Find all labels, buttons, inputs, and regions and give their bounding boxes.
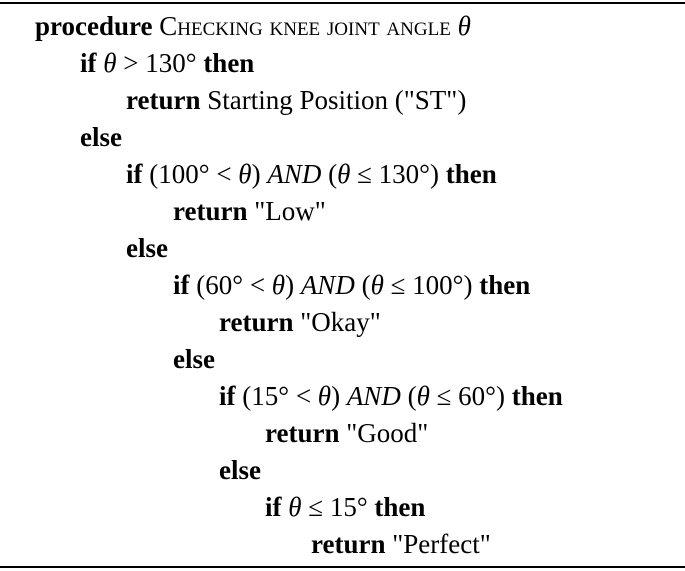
keyword-and: AND (300, 270, 355, 300)
keyword-and: AND (267, 159, 322, 189)
return-value-low: "Low" (254, 196, 326, 226)
theta-symbol: θ (103, 48, 117, 78)
less-equal-symbol: ≤ (436, 381, 452, 411)
less-than-symbol: < (216, 159, 232, 189)
threshold-100: 100° (158, 159, 210, 189)
return-line-perfect: return "Perfect" (0, 526, 685, 563)
keyword-return: return (219, 307, 294, 337)
algorithm-block: procedure Checking knee joint angle θ if… (0, 8, 685, 563)
threshold-100: 100° (412, 270, 464, 300)
threshold-60: 60° (458, 381, 496, 411)
keyword-if: if (173, 270, 190, 300)
threshold-130: 130° (145, 48, 197, 78)
less-than-symbol: < (295, 381, 312, 411)
theta-symbol: θ (238, 159, 252, 189)
keyword-then: then (445, 159, 497, 189)
less-equal-symbol: ≤ (308, 492, 324, 522)
return-line-starting: return Starting Position ("ST") (0, 82, 685, 119)
keyword-if: if (80, 48, 97, 78)
keyword-and: AND (346, 381, 401, 411)
else-line-1: else (0, 119, 685, 156)
return-value-starting: Starting Position ("ST") (207, 85, 467, 115)
keyword-return: return (265, 418, 340, 448)
keyword-if: if (126, 159, 143, 189)
condition-line-2: if (100° < θ) AND (θ ≤ 130°) then (126, 159, 497, 189)
keyword-then: then (374, 492, 426, 522)
return-value-perfect: "Perfect" (392, 529, 491, 559)
threshold-15: 15° (329, 492, 368, 522)
less-than-symbol: < (249, 270, 266, 300)
theta-symbol: θ (457, 11, 471, 41)
condition-line-3: if (60° < θ) AND (θ ≤ 100°) then (173, 270, 531, 300)
condition-line-5: if θ ≤ 15° then (0, 489, 685, 526)
else-line-2: else (0, 230, 685, 267)
keyword-else: else (126, 233, 168, 263)
theta-symbol: θ (337, 159, 351, 189)
threshold-60: 60° (205, 270, 244, 300)
keyword-else: else (173, 344, 215, 374)
bottom-rule (0, 566, 685, 568)
less-equal-symbol: ≤ (357, 159, 372, 189)
keyword-return: return (126, 85, 201, 115)
procedure-name: Checking knee joint angle (159, 11, 451, 41)
else-line-3: else (0, 341, 685, 378)
theta-symbol: θ (271, 270, 286, 300)
threshold-130: 130° (378, 159, 430, 189)
keyword-return: return (311, 529, 386, 559)
keyword-then: then (511, 381, 563, 411)
threshold-15: 15° (251, 381, 290, 411)
keyword-then: then (203, 48, 255, 78)
keyword-then: then (479, 270, 531, 300)
return-line-good: return "Good" (0, 415, 685, 452)
theta-symbol: θ (317, 381, 332, 411)
theta-symbol: θ (370, 270, 384, 300)
procedure-line: procedure Checking knee joint angle θ (0, 8, 685, 45)
keyword-else: else (80, 122, 122, 152)
top-rule (0, 2, 685, 4)
greater-than-symbol: > (123, 48, 139, 78)
condition-line-1: if θ > 130° then (0, 45, 685, 82)
keyword-if: if (265, 492, 282, 522)
return-value-okay: "Okay" (300, 307, 381, 337)
theta-symbol: θ (416, 381, 430, 411)
return-line-okay: return "Okay" (0, 304, 685, 341)
else-line-4: else (0, 452, 685, 489)
keyword-if: if (219, 381, 236, 411)
keyword-procedure: procedure (35, 11, 153, 41)
keyword-return: return (173, 196, 248, 226)
condition-line-4: if (15° < θ) AND (θ ≤ 60°) then (219, 381, 563, 411)
keyword-else: else (219, 455, 261, 485)
theta-symbol: θ (288, 492, 302, 522)
return-value-good: "Good" (346, 418, 429, 448)
less-equal-symbol: ≤ (390, 270, 406, 300)
return-line-low: return "Low" (0, 193, 685, 230)
